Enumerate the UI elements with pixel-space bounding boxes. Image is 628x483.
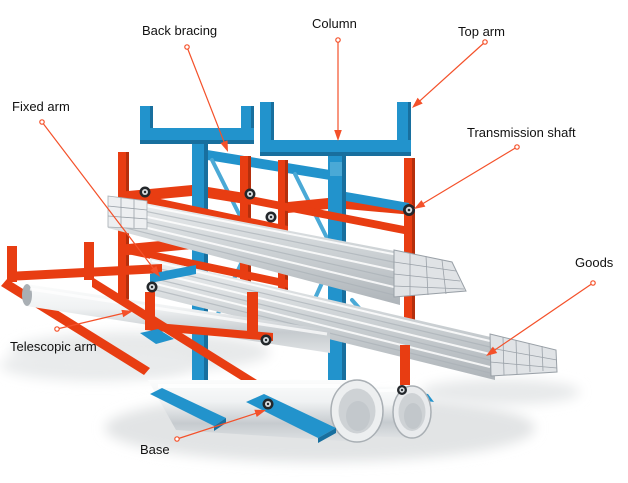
label-goods: Goods [575,255,614,270]
label-top-arm: Top arm [458,24,505,39]
label-back-bracing: Back bracing [142,23,218,38]
label-telescopic-arm: Telescopic arm [10,339,97,354]
right-column-frame [260,102,411,434]
label-base: Base [140,442,170,457]
label-transmission-shaft: Transmission shaft [467,125,576,140]
top-back-beam [195,148,330,180]
shaft-bearings [139,186,415,410]
label-fixed-arm: Fixed arm [12,99,70,114]
label-column: Column [312,16,357,31]
